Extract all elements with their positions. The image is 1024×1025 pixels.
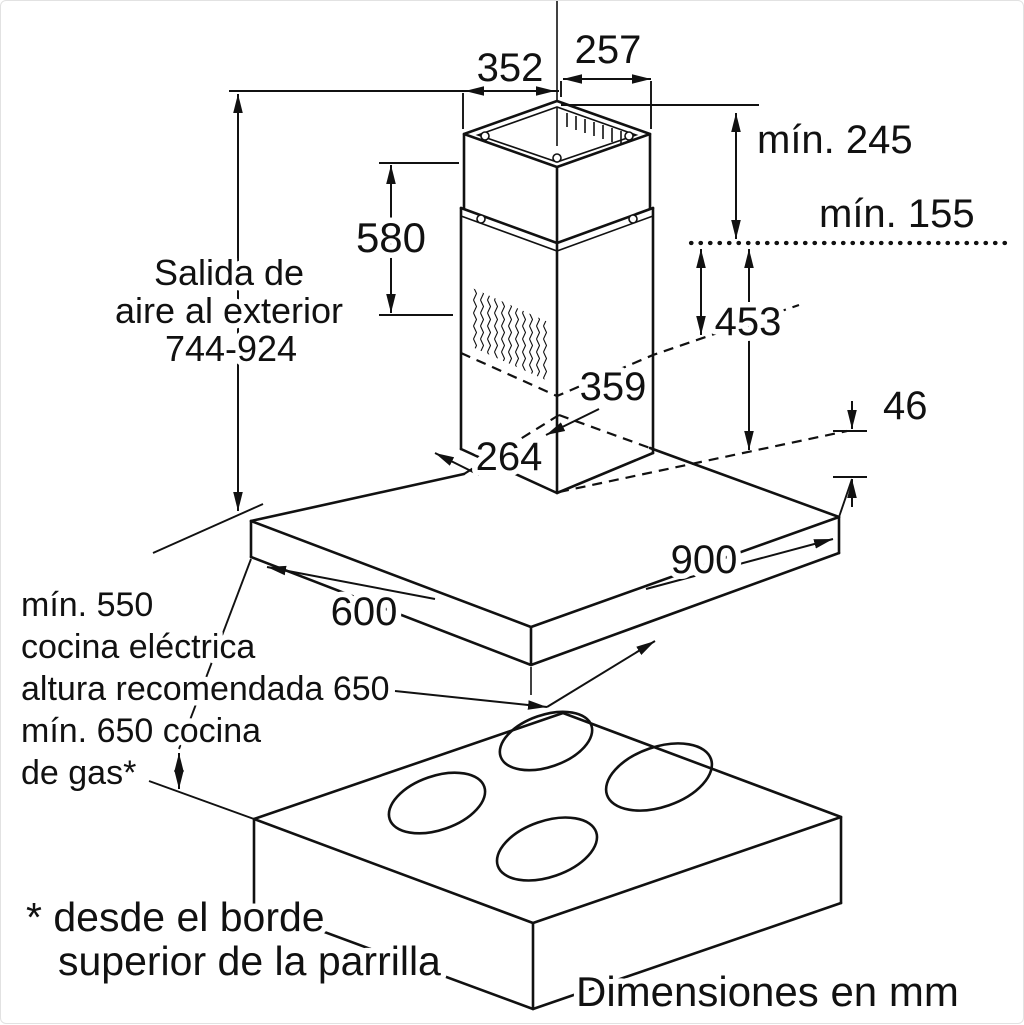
dim-257-label: 257: [575, 28, 642, 72]
cooktop-top-face: [252, 711, 843, 925]
telescope-joint-dashed-line: [460, 303, 800, 398]
air-outlet-range-label: 744-924: [165, 328, 297, 369]
footnote-line1: * desde el borde: [26, 894, 325, 940]
dim-600-arrow: [266, 565, 436, 600]
cooktop-center-leader: [394, 690, 548, 710]
screw-hole-icon: [552, 153, 562, 163]
hood-body: [249, 413, 841, 667]
hood-bottom-leader: [546, 640, 656, 708]
burner-circle: [604, 742, 714, 812]
units-note: Dimensiones en mm: [576, 968, 959, 1015]
screw-hole-icon: [628, 214, 638, 224]
inner-duct-corrugation: [566, 113, 622, 145]
cooktop: [252, 710, 843, 1011]
inner-duct-rim-inner-edge: [475, 106, 639, 163]
cooktop-bottom-edge: [252, 901, 843, 1011]
hood-plane-dashed-line: [558, 429, 848, 494]
screw-hole-icon: [480, 131, 490, 141]
screw-hole-icon: [624, 131, 634, 141]
hood-front-left-edge: [249, 519, 533, 629]
min550-ext-top: [178, 558, 252, 750]
dim-900-arrow: [645, 538, 834, 590]
footnote-line2: superior de la parrilla: [58, 938, 441, 984]
height-note-line5: de gas*: [21, 754, 136, 792]
outer-duct-bottom-edge: [459, 447, 655, 495]
burner-circle: [495, 816, 599, 882]
height-note-line1: mín. 550: [21, 586, 153, 624]
chimney-inner-duct: [462, 99, 652, 243]
dim-453-label: 453: [715, 300, 782, 344]
dim-600-label: 600: [331, 590, 398, 634]
min550-ext-bottom: [148, 780, 255, 820]
dim-352-label: 352: [477, 46, 544, 90]
air-outlet-label-line2: aire al exterior: [115, 290, 343, 331]
dim-min155-label: mín. 155: [819, 192, 975, 236]
hood-back-left-edge: [249, 472, 466, 523]
dimension-lines: [148, 74, 1012, 820]
hood-back-left-edge-hidden: [463, 414, 560, 475]
dim-264-label: 264: [476, 435, 543, 479]
dim-359-leader: [545, 408, 600, 436]
dim-900-label: 900: [671, 538, 738, 582]
height-note-line2: cocina eléctrica: [21, 628, 255, 666]
hood-back-right-edge: [648, 446, 841, 519]
dim-359-label: 359: [580, 365, 647, 409]
height-note-line4: mín. 650 cocina: [21, 712, 261, 750]
air-outlet-label-line1: Salida de: [154, 252, 304, 293]
hood-front-right-edge: [529, 515, 841, 629]
dim-264-leader: [434, 452, 480, 476]
height-note-line3: altura recomendada 650: [21, 670, 390, 708]
screw-hole-icon: [476, 214, 486, 224]
dim-46-label: 46: [883, 384, 928, 428]
hood-bottom-edge: [249, 551, 841, 667]
ventilation-grille: [470, 287, 548, 381]
dim-744-924-ext-bottom: [152, 503, 264, 554]
burner-circle: [498, 710, 594, 772]
dim-min245-label: mín. 245: [757, 118, 913, 162]
burner-circle: [387, 771, 487, 835]
dim-46-connector: [838, 478, 853, 518]
hood-back-right-edge-hidden: [558, 413, 651, 450]
labels: 352 257 mín. 245 mín. 155 580 453 359 46…: [16, 28, 975, 1021]
dim-580-label: 580: [356, 214, 426, 261]
chimney-outer-duct: [459, 206, 800, 495]
